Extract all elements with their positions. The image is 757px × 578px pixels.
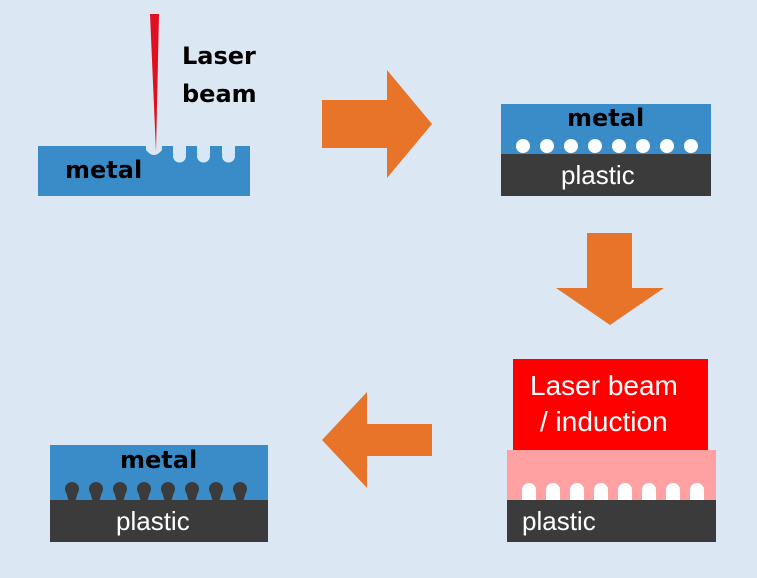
- arrow-left: [322, 392, 432, 488]
- step1-metal-block: [38, 146, 250, 196]
- arrow-down: [556, 233, 664, 325]
- step3-plastic-block: [507, 500, 716, 542]
- step3-plastic-label: plastic: [522, 506, 596, 536]
- laser-beam: [150, 14, 159, 152]
- arrow-right: [322, 70, 432, 178]
- step1-metal-label: metal: [65, 156, 143, 184]
- step2-plastic-label: plastic: [561, 160, 635, 190]
- heat-source-block: [513, 359, 708, 450]
- step3-pore-drops: [522, 483, 704, 500]
- step2-metal-label: metal: [567, 104, 645, 132]
- step4-plastic-block: [50, 500, 268, 542]
- step2-plastic-block: [501, 154, 711, 196]
- step2-pores: [516, 139, 698, 153]
- step4-filled-pores: [65, 482, 247, 502]
- step1-pores: [173, 146, 235, 163]
- step4-plastic-label: plastic: [116, 506, 190, 536]
- laser-beam-label-line2: beam: [182, 80, 257, 108]
- step4-metal-block: [50, 445, 268, 500]
- step4-metal-label: metal: [120, 446, 198, 474]
- step2-metal-block: [501, 104, 711, 154]
- heat-source-label-line2: / induction: [540, 406, 668, 437]
- laser-beam-label-line1: Laser: [182, 42, 256, 70]
- step3-heated-metal: [507, 450, 716, 500]
- heat-source-label-line1: Laser beam: [530, 370, 678, 401]
